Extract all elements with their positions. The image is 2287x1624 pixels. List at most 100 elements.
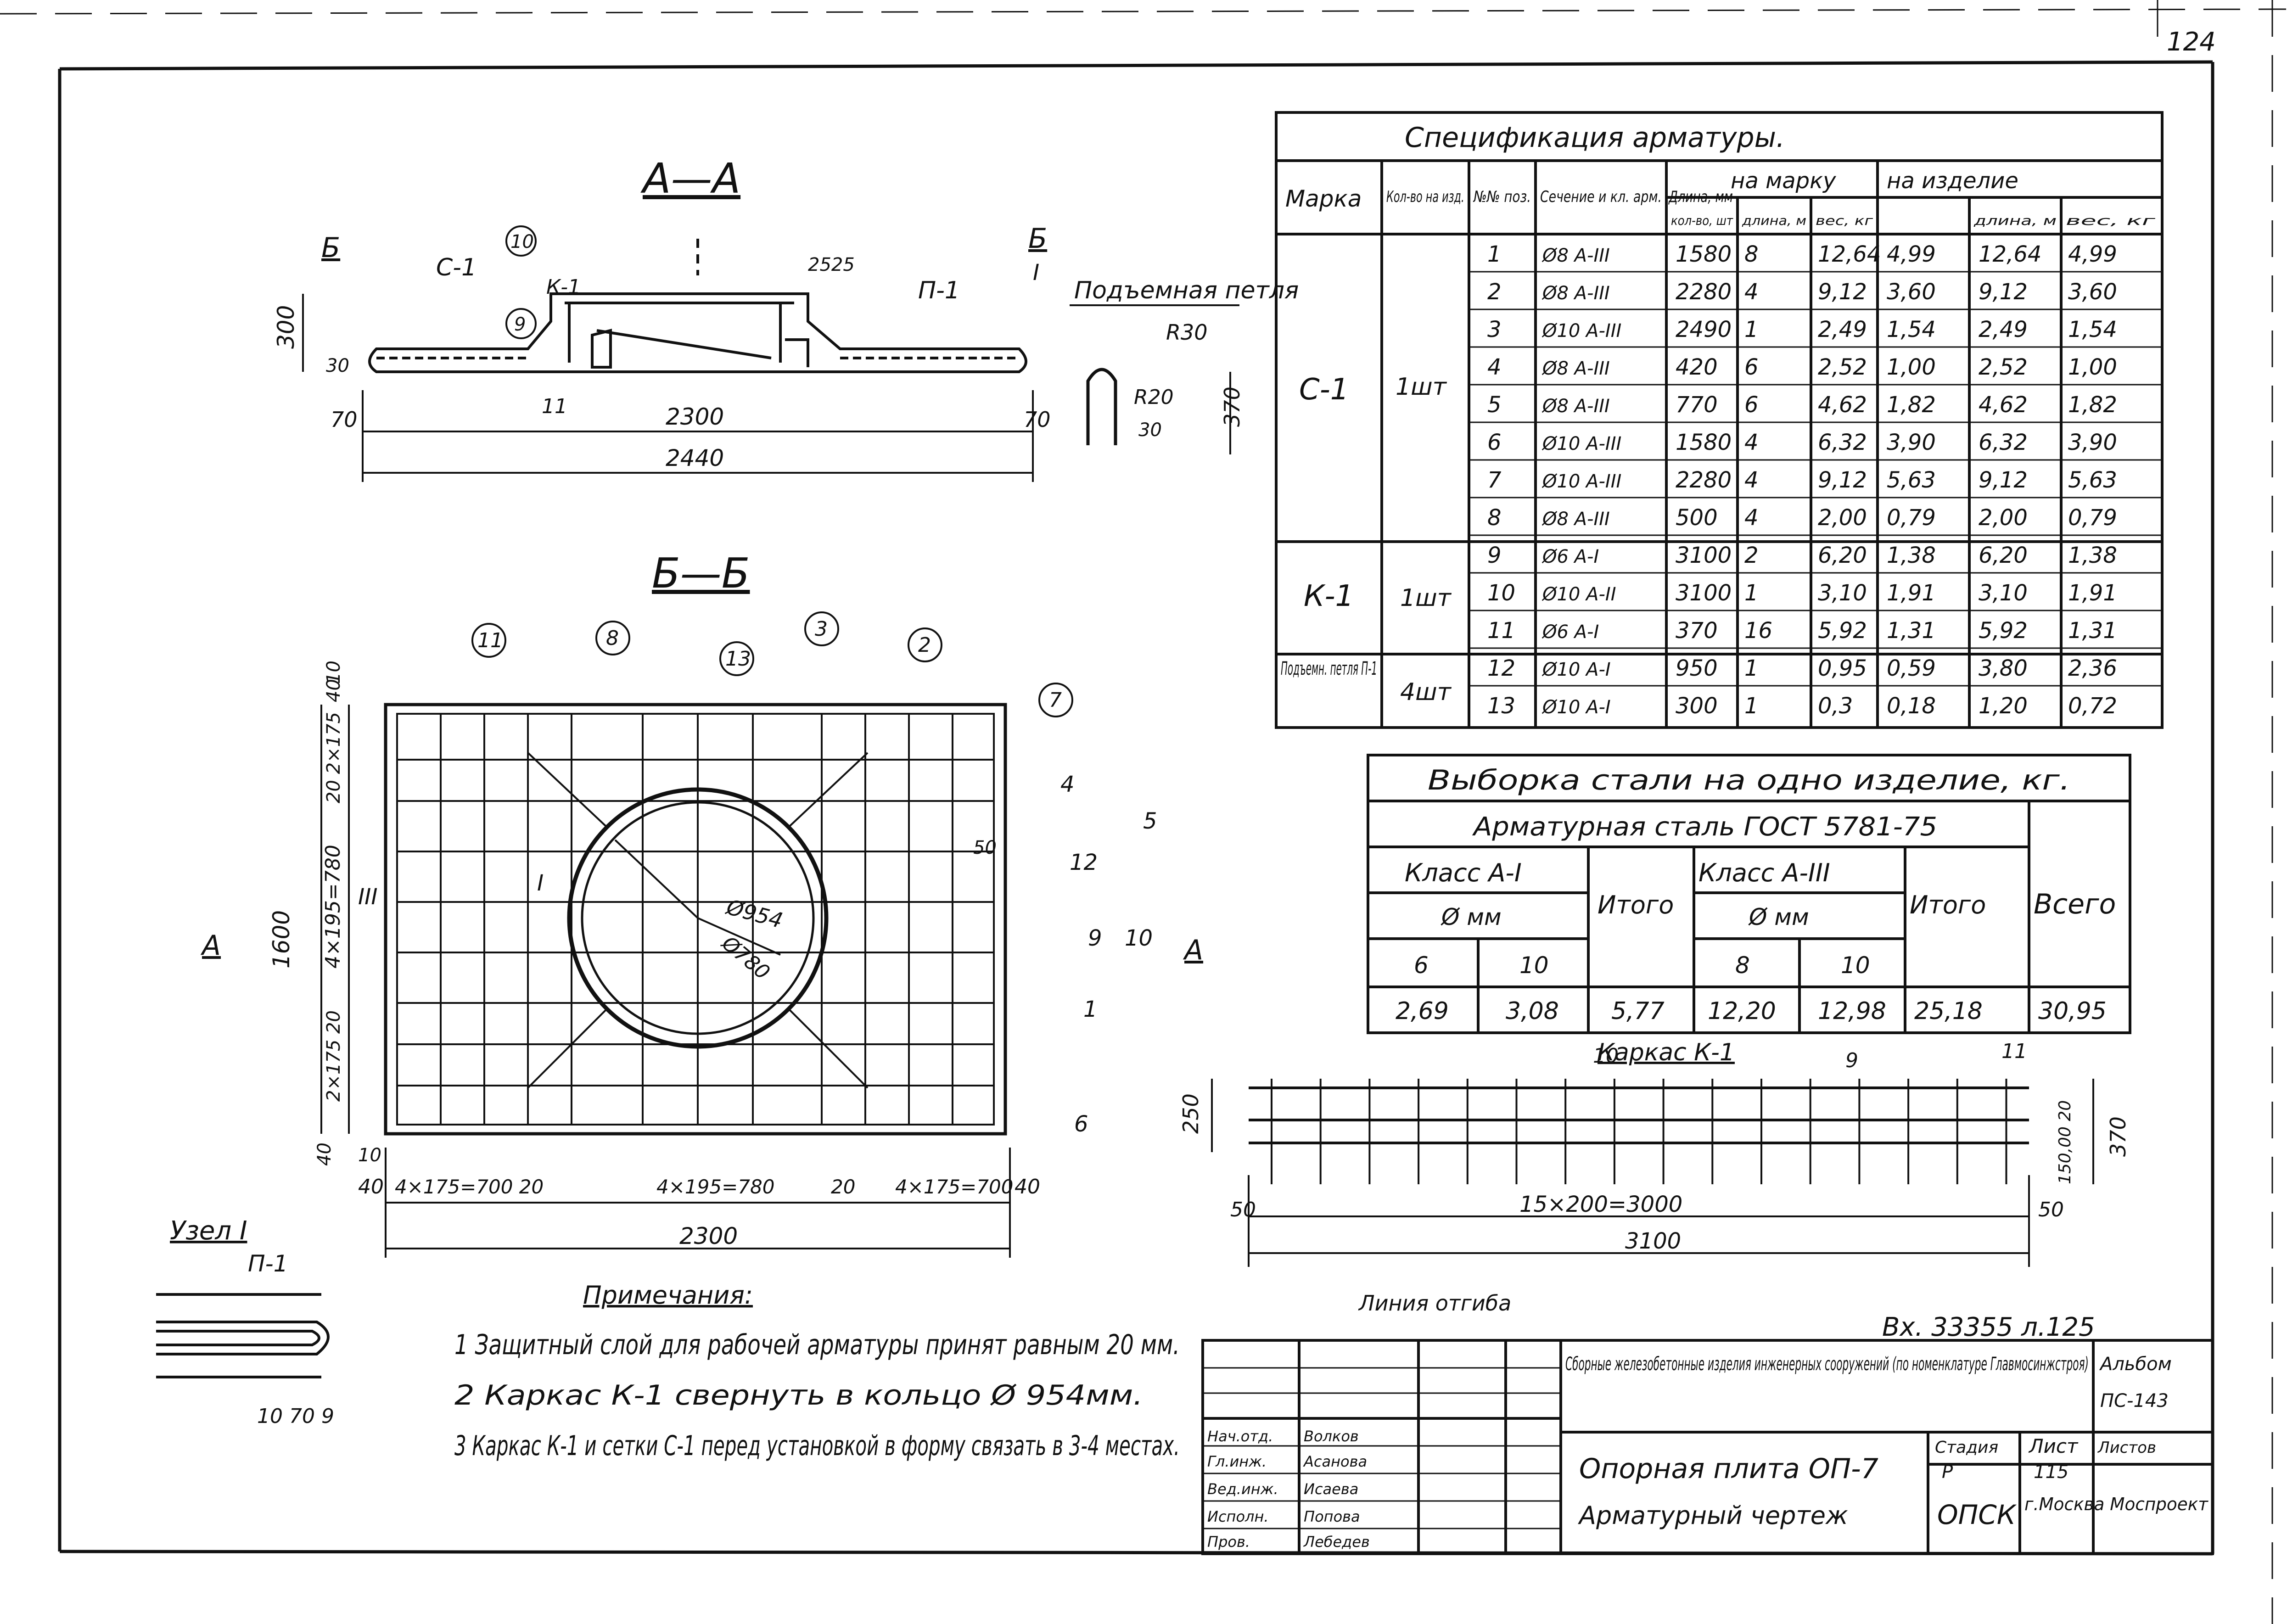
note-1: 1 Защитный слой для рабочей арматуры при… [454,1329,1180,1361]
plan-bottom-dims [385,1148,1011,1258]
role-1: Нач.отд. [1207,1428,1273,1445]
plan-i-mark: I [537,870,544,896]
spec-cell: 3,10 [1979,580,2028,606]
frame-k1-n10: 10 [1593,1044,1619,1068]
spec-cell: Ø10 А-I [1541,659,1611,680]
steel-total3: Итого [1910,890,1986,919]
spec-cell: 1 [1744,580,1759,606]
left-dim-2x175-top: 20 2×175 [323,712,344,803]
spec-cell: 6 [1744,354,1759,380]
callout-4-plan: 4 [1060,772,1075,797]
spec-cell: 13 [1487,693,1515,719]
spec-cell: 8 [1487,505,1502,531]
callout-3-plan: 3 [804,611,839,646]
section-bb-title: Б—Б [652,549,750,598]
title-block-roles: Нач.отд. Гл.инж. Вед.инж. Исполн. Пров. … [1207,1428,1370,1551]
callout-11: 11 [542,395,567,418]
plan-node-mark: III [358,884,377,910]
frame-k1-stirrups [1271,1079,2007,1184]
svg-text:3: 3 [815,617,828,641]
callout-9-circle [505,308,537,339]
album-number: ПС-143 [2100,1390,2169,1411]
steel-class3: Класс А-III [1698,858,1830,887]
spec-cell: 0,72 [2068,693,2117,719]
svg-text:11: 11 [477,629,503,652]
spec-cell: 10 [1487,580,1515,606]
spec-cell: 1 [1744,317,1759,342]
spec-cell: 1 [1744,693,1759,719]
steel-d10b: 10 [1841,952,1870,979]
spec-cell: 1,82 [2068,392,2117,418]
plan-left-dims [320,705,350,1134]
bottom-dim-40-right: 40 [1015,1175,1040,1198]
spec-cell: 9,12 [1979,279,2028,305]
spec-cell: 6 [1744,392,1759,418]
spec-cell: 5,92 [1818,618,1867,644]
callout-9: 9 [514,314,526,335]
frame-k1-pitch: 15×200=3000 [1519,1192,1682,1217]
left-dim-40-bottom: 40 [314,1142,335,1166]
spec-cell: 1580 [1676,241,1732,267]
org-name: ОПСК [1937,1499,2017,1530]
section-bb: Б—Б Ø954 Ø780 50 III I А [200,549,1203,1258]
plan-overall-width: 2300 [679,1223,738,1249]
spec-cell: 0,79 [2068,505,2117,531]
loop-r30: R30 [1166,320,1208,345]
label-k1: К-1 [546,275,581,299]
loop-370: 370 [1220,386,1244,427]
spec-cell: 4,62 [1818,392,1867,418]
spec-cell: 6,32 [1818,430,1867,455]
opening-circle [567,787,829,1049]
spec-cell: 3,60 [1887,279,1936,305]
frame-k1-dims [1211,1079,2094,1267]
steel-grand: Всего [2034,888,2116,920]
spec-h-len-m: длина, м [1742,213,1806,228]
spec-cell: 9 [1487,543,1502,568]
spec-cell: 370 [1676,618,1718,644]
callout-7-plan: 7 [1038,683,1073,717]
dim-2525: 2525 [808,254,855,275]
spec-h-pos: №№ поз. [1473,188,1531,206]
spec-h-section: Сечение и кл. арм. [1540,188,1662,206]
loop-30: 30 [1138,420,1162,441]
spec-cell: 2,52 [1818,354,1867,380]
spec-qty-k1: 1шт [1400,584,1452,612]
spec-cell: Ø6 А-I [1541,622,1599,643]
lifting-loop: Подъемная петля R30 R20 30 370 [1070,277,1299,454]
section-aa-dims [302,294,1034,482]
spec-cell: Ø8 А-III [1541,245,1610,266]
role-2: Гл.инж. [1207,1453,1267,1470]
spec-table: Спецификация арматуры. Марка Кол-во на и… [1275,111,2164,729]
callout-13-plan: 13 [719,641,754,676]
spec-cell: 1,31 [2068,618,2117,644]
spec-h-weight-item: вес, кг [2066,213,2156,228]
steel-v-1298: 12,98 [1818,997,1886,1025]
spec-cell: 5,63 [2068,467,2117,493]
callout-6-plan: 6 [1074,1111,1088,1137]
spec-cell: Ø10 А-II [1541,584,1616,605]
spec-cell: 950 [1676,655,1718,681]
callout-8-plan: 8 [595,621,630,655]
spec-cell: 1,54 [2068,317,2117,342]
spec-cell: 1,54 [1887,317,1936,342]
spec-h-length: Длина, мм [1668,188,1733,206]
callout-9-plan: 9 [1088,925,1102,951]
dim-2440: 2440 [666,445,724,471]
spec-cell: 4,62 [1979,392,2028,418]
callout-2-plan: 2 [908,627,942,662]
svg-text:13: 13 [725,647,751,671]
frame-k1-total: 3100 [1625,1228,1681,1254]
spec-cell: 16 [1744,618,1772,644]
spec-cell: 4 [1744,505,1759,531]
spec-cell: 1 [1487,241,1502,267]
spec-cell: Ø8 А-III [1541,509,1610,530]
plan-grid [397,714,994,1125]
spec-cell: 1580 [1676,430,1732,455]
dim-70-right: 70 [1024,407,1051,432]
dim-d954: Ø954 [723,894,785,933]
spec-cell: 9,12 [1818,279,1867,305]
frame-k1: Каркас К-1 10 9 11 250 370 150,00 20 50 … [1178,1039,2130,1316]
spec-cell: 8 [1744,241,1759,267]
dim-300: 300 [273,305,299,349]
